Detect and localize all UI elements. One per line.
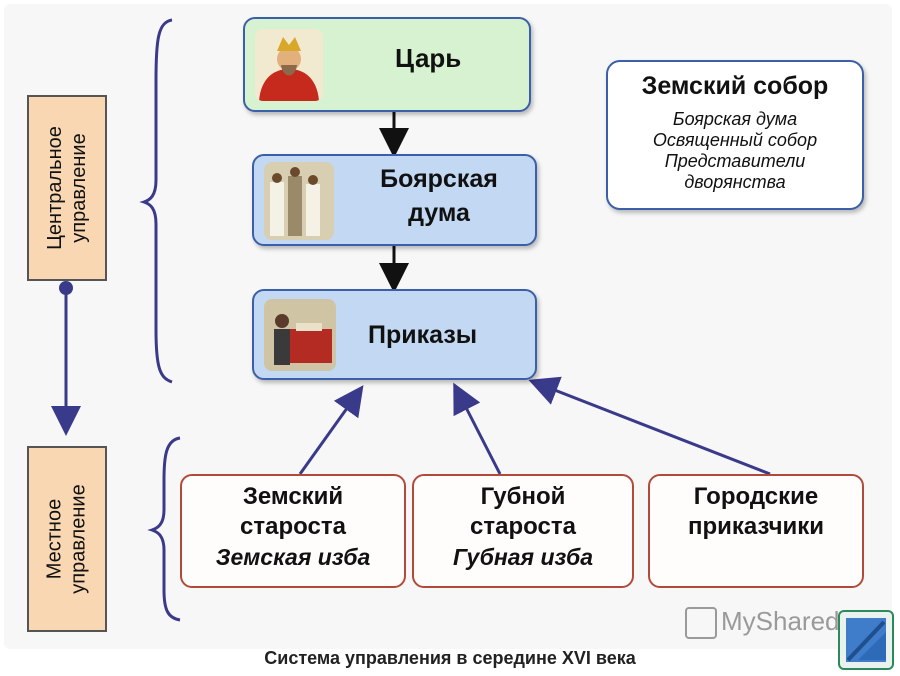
prikazy-picture (264, 299, 336, 371)
central-label-text: Центральное управление (44, 126, 90, 250)
watermark-text: MyShared (721, 606, 840, 636)
local-label-text: Местное управление (44, 484, 90, 594)
myshared-watermark: MyShared (685, 606, 840, 640)
connector-dot (59, 281, 73, 295)
arrow-down-right-icon (846, 618, 886, 662)
central-brace (139, 18, 173, 384)
zemsky-sobor-box: Земский собор Боярская дума Освященный с… (606, 60, 864, 210)
next-slide-button[interactable] (838, 610, 894, 670)
zemsky-starosta-sub: Земская изба (215, 544, 371, 570)
gubnoy-starosta-box: Губной староста Губная изба (412, 474, 634, 588)
tsar-portrait (255, 29, 323, 101)
sobor-member: дворянства (684, 172, 786, 192)
local-label: Местное управление (27, 446, 107, 632)
arrow-gorodskie-prikazy (528, 376, 771, 476)
sobor-member: Боярская дума (672, 109, 798, 129)
sobor-member: Освященный собор (652, 130, 818, 150)
gorodskie-prikazchiki-box: Городские приказчики (648, 474, 864, 588)
zemsky-starosta-box: Земский староста Земская изба (180, 474, 406, 588)
gubnoy-starosta-title: Губной староста (470, 483, 576, 540)
slide-caption: Система управления в середине XVI века (264, 648, 636, 668)
prikazy-title: Приказы (368, 321, 478, 349)
duma-box: Боярская дума (252, 154, 537, 246)
arrow-gubnoy-prikazy (453, 382, 502, 475)
gubnoy-starosta-sub: Губная изба (453, 544, 593, 570)
duma-picture (264, 162, 334, 240)
arrow-zemsky-prikazy (298, 385, 364, 475)
duma-title: Боярская дума (380, 165, 498, 227)
local-brace (147, 436, 181, 622)
gorodskie-prikazchiki-title: Городские приказчики (687, 483, 825, 540)
zemsky-starosta-title: Земский староста (240, 483, 346, 540)
watermark-icon (685, 607, 717, 640)
tsar-title: Царь (395, 43, 462, 73)
prikazy-box: Приказы (252, 289, 537, 380)
central-label: Центральное управление (27, 95, 107, 281)
zemsky-sobor-title: Земский собор (641, 72, 829, 100)
sobor-member: Представители (664, 151, 806, 171)
tsar-box: Царь (243, 17, 531, 112)
